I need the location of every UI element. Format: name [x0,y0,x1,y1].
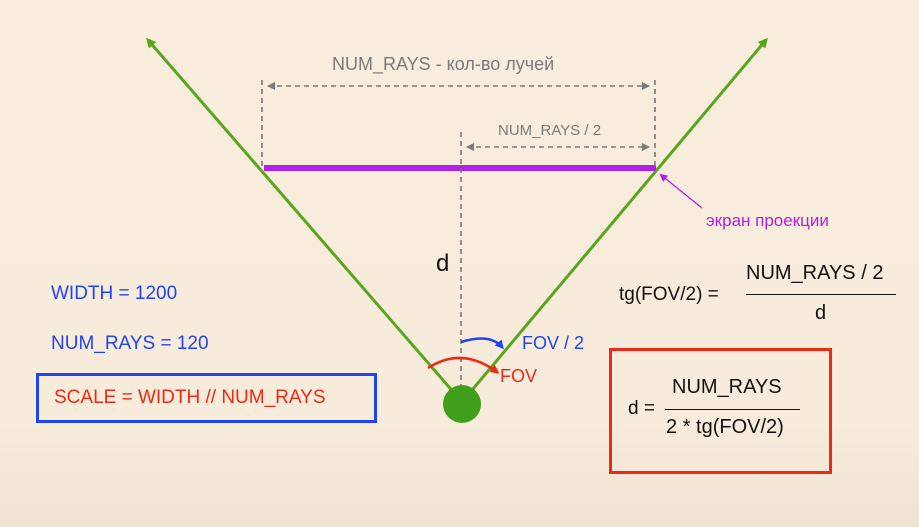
d-formula-fraction-bar [665,409,800,410]
num-rays-half-label: NUM_RAYS / 2 [498,122,602,139]
fov-half-arc [460,337,504,350]
d-formula-numerator: NUM_RAYS [672,376,782,398]
projection-screen-label: экран проекции [706,211,829,230]
num-rays-description-label: NUM_RAYS - кол-во лучей [332,54,555,74]
scale-formula: SCALE = WIDTH // NUM_RAYS [54,387,326,408]
d-formula-lhs: d = [628,398,655,419]
fov-arc [427,356,500,374]
num-rays-param: NUM_RAYS = 120 [51,333,209,354]
width-param: WIDTH = 1200 [51,283,178,304]
scale-box: SCALE = WIDTH // NUM_RAYS [36,373,377,423]
tan-formula-denominator: d [815,302,827,324]
projection-screen-pointer [659,173,703,209]
fov-half-label: FOV / 2 [522,333,585,353]
fov-label: FOV [500,366,538,386]
player-dot [443,385,481,423]
tan-formula-lhs: tg(FOV/2) = [619,284,719,305]
distance-d-label: d [436,250,450,277]
d-formula-box: d = NUM_RAYS 2 * tg(FOV/2) [609,348,832,474]
left-ray-arrow [146,37,464,403]
right-ray-arrow [460,37,768,403]
tan-formula-numerator: NUM_RAYS / 2 [746,262,884,284]
tan-formula-fraction-bar [746,294,896,295]
d-formula-denominator: 2 * tg(FOV/2) [666,416,784,438]
